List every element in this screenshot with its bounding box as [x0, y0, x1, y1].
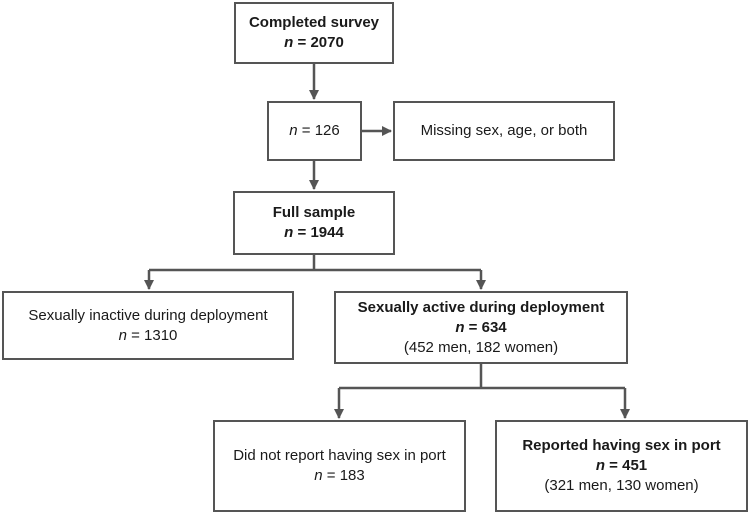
- sexually-active-box: Sexually active during deployment n = 63…: [334, 291, 628, 364]
- full-sample-box: Full sample n = 1944: [233, 191, 395, 255]
- no-sex-in-port-text: Did not report having sex in port: [233, 447, 446, 464]
- completed-survey-count: n = 2070: [284, 34, 344, 51]
- sexually-inactive-count: n = 1310: [118, 326, 178, 344]
- sexually-active-count: n = 634: [455, 318, 507, 336]
- sex-in-port-title: Reported having sex in port: [522, 437, 721, 454]
- missing-data-text: Missing sex, age, or both: [420, 122, 588, 139]
- no-sex-in-port-count: n = 183: [314, 467, 365, 484]
- excluded-box: n = 126: [267, 101, 362, 161]
- sexually-active-detail: (452 men, 182 women): [403, 338, 559, 356]
- sex-in-port-box: Reported having sex in port n = 451 (321…: [495, 420, 748, 512]
- missing-data-box: Missing sex, age, or both: [393, 101, 615, 161]
- sex-in-port-detail: (321 men, 130 women): [544, 477, 699, 494]
- completed-survey-title: Completed survey: [248, 14, 380, 31]
- no-sex-in-port-box: Did not report having sex in port n = 18…: [213, 420, 466, 512]
- sexually-active-title: Sexually active during deployment: [357, 298, 605, 316]
- sexually-inactive-text: Sexually inactive during deployment: [28, 306, 268, 324]
- completed-survey-box: Completed survey n = 2070: [234, 2, 394, 64]
- sex-in-port-count: n = 451: [595, 457, 648, 474]
- full-sample-count: n = 1944: [284, 224, 344, 241]
- full-sample-title: Full sample: [272, 204, 356, 221]
- sexually-inactive-box: Sexually inactive during deployment n = …: [2, 291, 294, 360]
- excluded-count: n = 126: [289, 122, 340, 139]
